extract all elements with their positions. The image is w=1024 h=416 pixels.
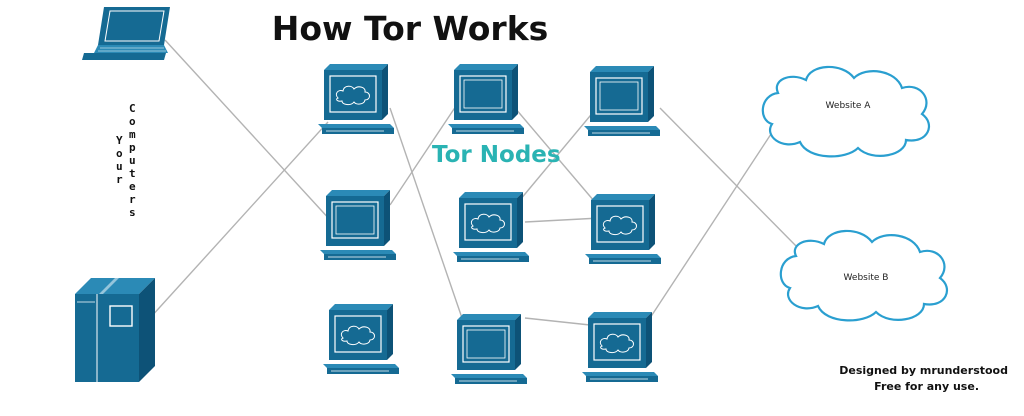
label-char: C — [129, 102, 136, 115]
tor-node-icon — [584, 193, 662, 265]
link-node-c3-to-website-a — [649, 127, 776, 319]
website-b-label: Website B — [844, 273, 889, 283]
label-char: u — [116, 160, 123, 173]
website-a-label: Website A — [826, 101, 872, 111]
label-char: u — [129, 154, 136, 167]
cloud-icon: Website A — [761, 65, 930, 158]
server-icon — [75, 278, 155, 382]
label-char: r — [116, 173, 123, 186]
tor-node-icon — [447, 63, 525, 135]
website-a-cloud — [761, 65, 930, 158]
label-char: o — [116, 147, 123, 160]
connection-lines — [149, 39, 801, 326]
label-char: r — [129, 193, 136, 206]
cloud-icon: Website B — [779, 229, 948, 322]
tor-node-icon — [581, 311, 659, 383]
label-char: s — [129, 206, 136, 219]
tor-node-icon — [319, 189, 397, 261]
link-node-a3-to-website-b — [659, 107, 801, 251]
label-char: t — [129, 167, 136, 180]
label-char: Y — [116, 134, 123, 147]
label-char: p — [129, 141, 136, 154]
link-node-a2-to-node-b3 — [514, 107, 601, 209]
link-node-a1-to-node-c2 — [389, 107, 463, 319]
link-laptop-to-node-b1 — [164, 39, 333, 223]
link-node-b1-to-node-a2 — [389, 99, 461, 206]
tor-node-icon — [317, 63, 395, 135]
label-char: e — [129, 180, 136, 193]
label-char: m — [129, 128, 136, 141]
tor-nodes-label: Tor Nodes — [432, 142, 561, 168]
link-node-c2-to-node-c3 — [524, 317, 591, 326]
credit-line-1: Designed by mrunderstood — [839, 364, 1008, 377]
label-char: o — [129, 115, 136, 128]
link-server-to-node-a1 — [149, 121, 329, 319]
link-node-b2-to-node-b3 — [524, 217, 601, 223]
tor-node-icon — [450, 313, 528, 385]
tor-node-icon — [583, 65, 661, 137]
laptop-icon — [82, 7, 170, 60]
page-title: How Tor Works — [272, 9, 549, 48]
link-node-b2-to-node-a3 — [519, 109, 596, 201]
credit-line-2: Free for any use. — [874, 380, 979, 393]
tor-node-icon — [452, 191, 530, 263]
your-computers-label: Y o u r C o m p u t e r s — [116, 102, 136, 219]
website-b-cloud — [779, 229, 948, 322]
tor-node-icon — [322, 303, 400, 375]
